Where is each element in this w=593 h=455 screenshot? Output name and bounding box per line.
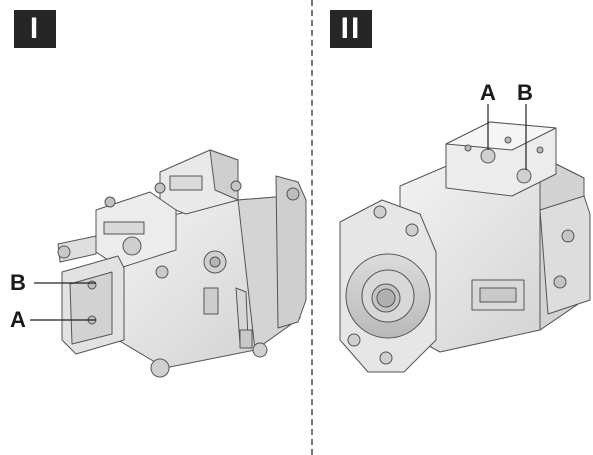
- view-label-badge-2: II: [330, 10, 372, 48]
- port-label-b-2: B: [517, 80, 533, 105]
- pump-view-1: [57, 149, 307, 378]
- port-label-a-1: A: [10, 307, 26, 332]
- port-label-a-2: A: [480, 80, 496, 105]
- pump-view-2: [339, 121, 591, 373]
- port-label-b-1: B: [10, 270, 26, 295]
- view-divider: [311, 0, 313, 455]
- view-label-badge-1: I: [14, 10, 56, 48]
